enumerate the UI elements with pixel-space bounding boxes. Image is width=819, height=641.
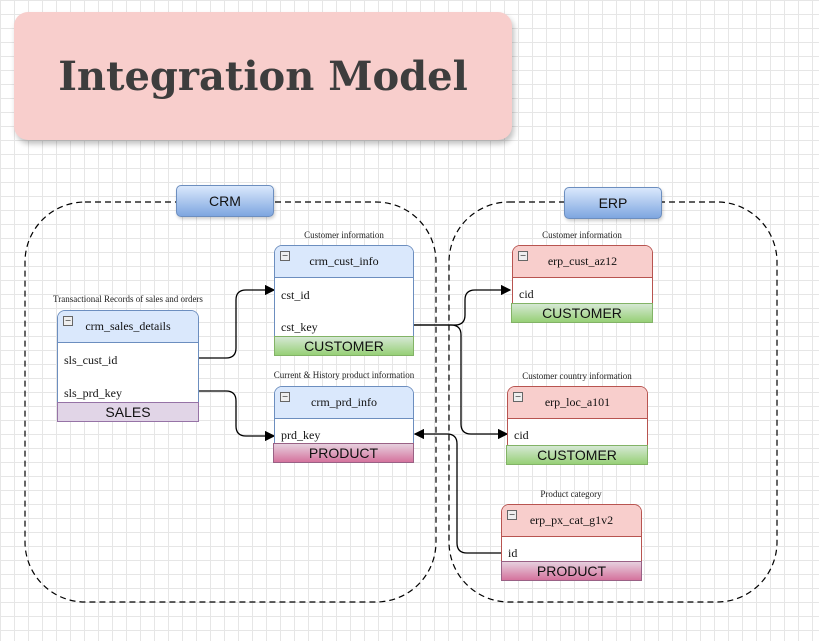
table-erp-px-cat-g1v2[interactable]: − erp_px_cat_g1v2 id: [501, 504, 642, 570]
table-name: erp_loc_a101: [544, 395, 611, 409]
table-erp-loc-a101[interactable]: − erp_loc_a101 cid: [507, 386, 648, 452]
crm-label-text: CRM: [209, 193, 241, 209]
table-crm-sales-details[interactable]: − crm_sales_details sls_cust_id sls_prd_…: [57, 310, 199, 416]
field-sls-cust-id: sls_cust_id: [64, 353, 118, 367]
caption-sales: Transactional Records of sales and order…: [53, 294, 203, 304]
table-crm-cust-info[interactable]: − crm_cust_info cst_id cst_key: [274, 245, 414, 345]
field-cid: cid: [514, 428, 529, 442]
table-name: crm_sales_details: [85, 319, 171, 333]
tag-customer-erp-loc: CUSTOMER: [506, 445, 648, 465]
caption-crm-cust: Customer information: [304, 230, 384, 240]
table-header: − erp_px_cat_g1v2: [502, 505, 641, 537]
collapse-icon[interactable]: −: [518, 251, 528, 261]
field-cst-id: cst_id: [281, 288, 310, 302]
table-header: − erp_cust_az12: [513, 246, 652, 278]
tag-customer-crm: CUSTOMER: [274, 336, 414, 356]
table-header: − erp_loc_a101: [508, 387, 647, 419]
collapse-icon[interactable]: −: [280, 251, 290, 261]
tag-sales: SALES: [57, 402, 199, 422]
field-cid: cid: [519, 287, 534, 301]
table-name: crm_prd_info: [311, 395, 377, 409]
table-name: erp_px_cat_g1v2: [529, 513, 614, 527]
table-header: − crm_prd_info: [275, 387, 413, 419]
connector-cat-to-prd: [413, 428, 501, 554]
collapse-icon[interactable]: −: [280, 392, 290, 402]
field-sls-prd-key: sls_prd_key: [64, 386, 122, 400]
caption-erp-cat: Product category: [540, 489, 602, 499]
crm-group-label: CRM: [176, 185, 274, 217]
table-header: − crm_cust_info: [275, 246, 413, 278]
connector-sales-to-prd: [199, 390, 276, 442]
table-header: − crm_sales_details: [58, 311, 198, 343]
caption-erp-cust: Customer information: [542, 230, 622, 240]
table-erp-cust-az12[interactable]: − erp_cust_az12 cid: [512, 245, 653, 311]
collapse-icon[interactable]: −: [63, 316, 73, 326]
collapse-icon[interactable]: −: [507, 510, 517, 520]
collapse-icon[interactable]: −: [513, 392, 523, 402]
caption-erp-loc: Customer country information: [522, 371, 632, 381]
tag-customer-erp-az12: CUSTOMER: [511, 303, 653, 323]
erp-group-label: ERP: [564, 187, 662, 219]
table-name: crm_cust_info: [309, 254, 379, 268]
tag-product-crm: PRODUCT: [273, 443, 414, 463]
caption-crm-prd: Current & History product information: [273, 370, 415, 380]
table-crm-prd-info[interactable]: − crm_prd_info prd_key: [274, 386, 414, 452]
connector-cust-to-loc: [414, 324, 509, 440]
tag-product-erp: PRODUCT: [501, 561, 642, 581]
erp-label-text: ERP: [598, 195, 628, 211]
connector-sales-to-cust: [199, 284, 276, 359]
field-id: id: [508, 546, 518, 560]
connector-cust-to-az12: [414, 284, 512, 326]
title-banner: Integration Model: [14, 12, 512, 140]
field-prd-key: prd_key: [281, 428, 321, 442]
field-cst-key: cst_key: [281, 320, 318, 334]
table-name: erp_cust_az12: [547, 254, 618, 268]
diagram-title: Integration Model: [58, 52, 468, 100]
